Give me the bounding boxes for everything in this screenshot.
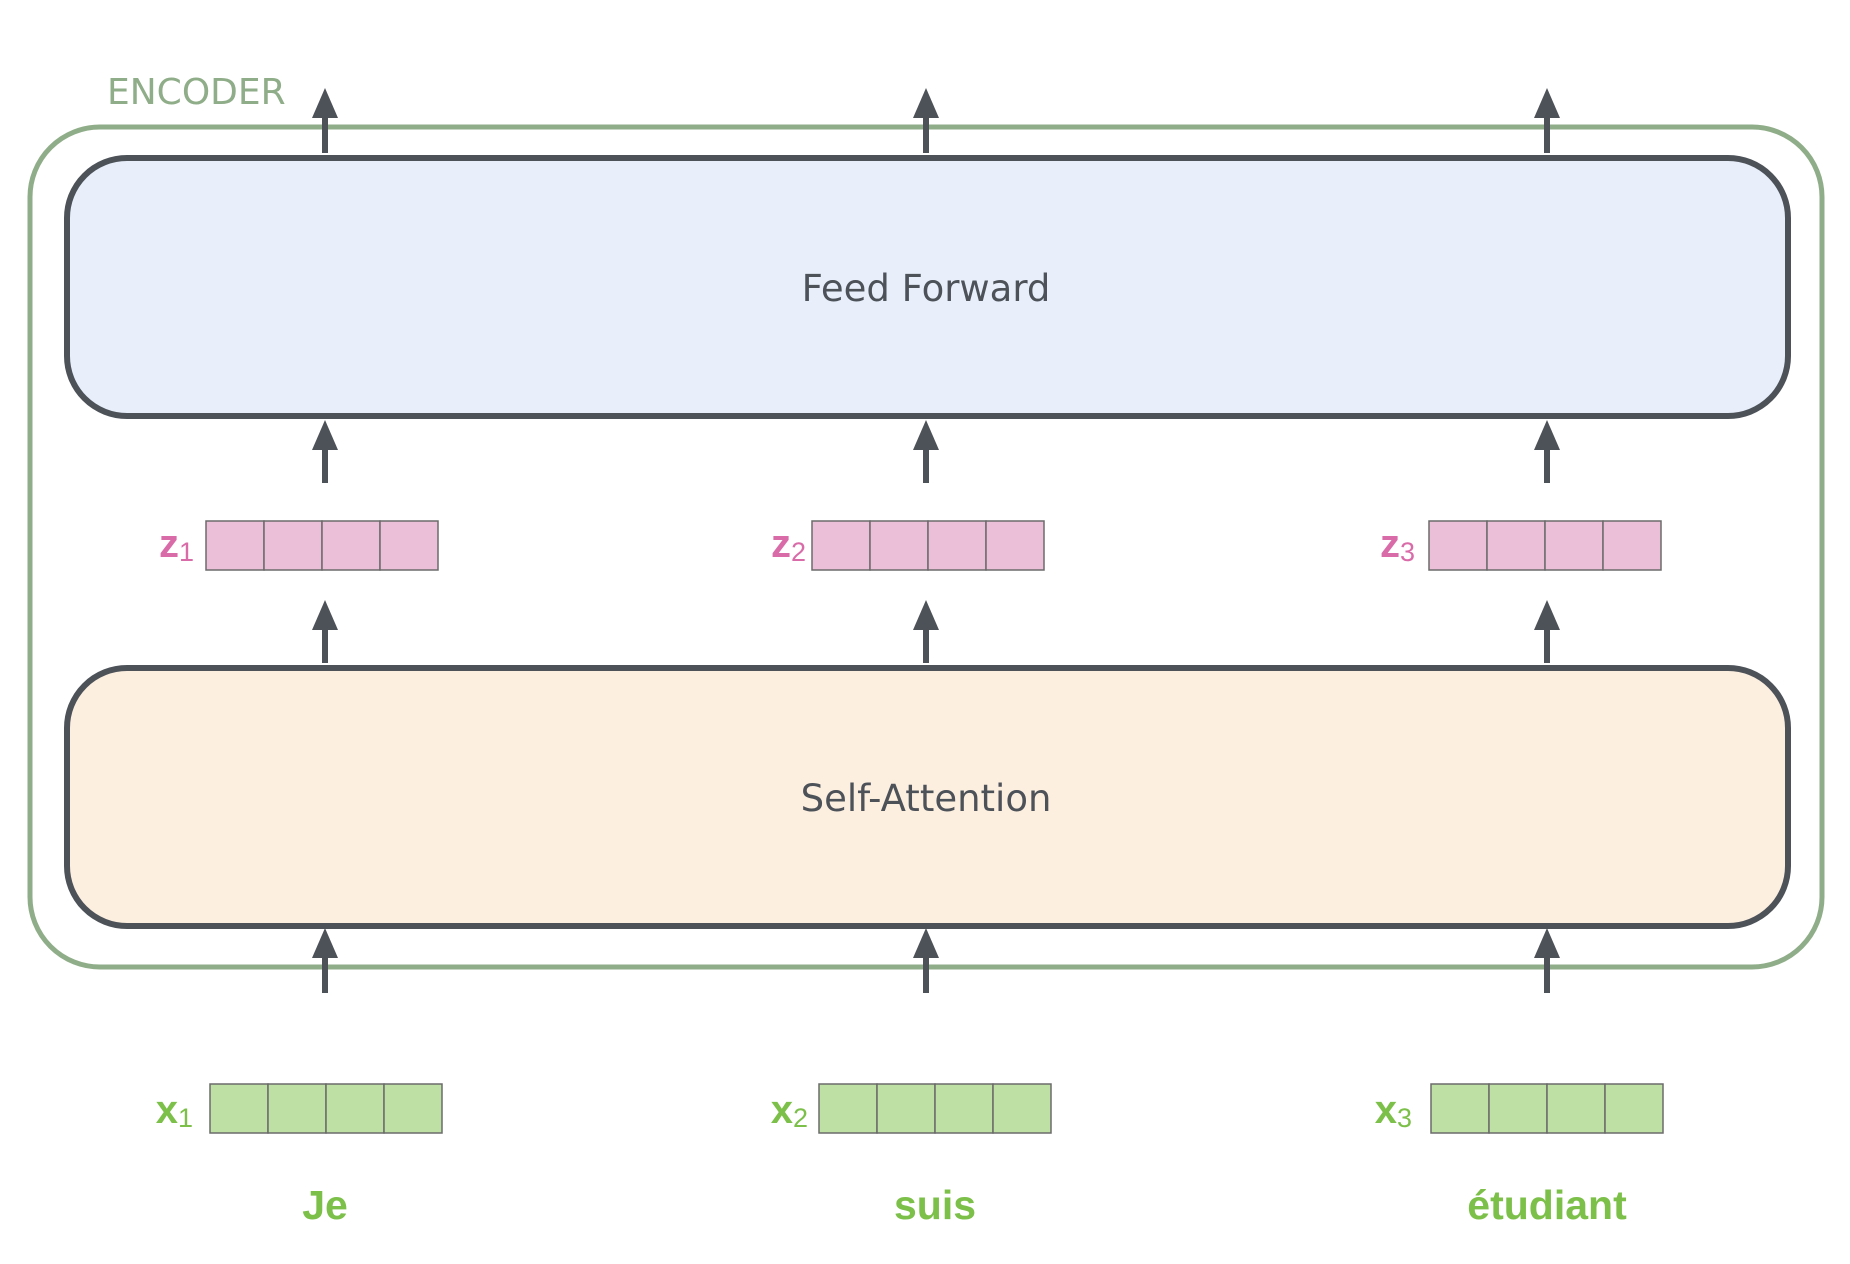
- vector-cell: [1430, 1083, 1490, 1134]
- vector-cell: [869, 520, 929, 571]
- vector-cell: [1544, 520, 1604, 571]
- arrow-up-icon: [913, 420, 939, 483]
- arrow-head: [913, 600, 939, 630]
- x-vectors-group: x1 x2 x3: [156, 1083, 1664, 1134]
- vector-cell: [205, 520, 265, 571]
- vector-cell: [1428, 520, 1488, 571]
- arrow-head: [913, 88, 939, 118]
- arrow-up-icon: [913, 600, 939, 663]
- word-je: Je: [302, 1182, 348, 1228]
- encoder-label: ENCODER: [107, 72, 286, 113]
- arrows-group: [312, 88, 1560, 993]
- arrow-head: [913, 420, 939, 450]
- vector-cell: [927, 520, 987, 571]
- vector-cell: [321, 520, 381, 571]
- arrow-head: [312, 928, 338, 958]
- x3-vector: x3: [1375, 1083, 1664, 1134]
- arrow-up-icon: [312, 600, 338, 663]
- word-suis: suis: [894, 1182, 976, 1228]
- vector-cell: [267, 1083, 327, 1134]
- arrow-up-icon: [1534, 420, 1560, 483]
- arrow-up-icon: [1534, 928, 1560, 993]
- arrow-up-icon: [1534, 88, 1560, 153]
- z1-vector: z1: [159, 520, 439, 571]
- z2-label: z2: [771, 522, 806, 567]
- vector-cell: [1488, 1083, 1548, 1134]
- vector-cell: [263, 520, 323, 571]
- z1-label: z1: [159, 522, 194, 567]
- vector-cell: [325, 1083, 385, 1134]
- arrow-up-icon: [312, 88, 338, 153]
- vector-cell: [934, 1083, 994, 1134]
- x3-label: x3: [1375, 1088, 1412, 1133]
- self-attention-label: Self-Attention: [801, 777, 1052, 820]
- arrow-up-icon: [913, 88, 939, 153]
- x2-label: x2: [771, 1088, 808, 1133]
- arrow-up-icon: [1534, 600, 1560, 663]
- arrow-head: [1534, 928, 1560, 958]
- z3-vector: z3: [1380, 520, 1662, 571]
- z-vectors-group: z1 z2 z3: [159, 520, 1662, 571]
- arrow-head: [312, 420, 338, 450]
- vector-cell: [1602, 520, 1662, 571]
- feed-forward-box: [64, 155, 1791, 419]
- input-words: Je suis étudiant: [302, 1182, 1627, 1228]
- x1-label: x1: [156, 1088, 193, 1133]
- vector-cell: [383, 1083, 443, 1134]
- vector-cell: [811, 520, 871, 571]
- vector-cell: [1604, 1083, 1664, 1134]
- arrow-head: [1534, 600, 1560, 630]
- vector-cell: [818, 1083, 878, 1134]
- z2-vector: z2: [771, 520, 1045, 571]
- vector-cell: [876, 1083, 936, 1134]
- vector-cell: [992, 1083, 1052, 1134]
- vector-cell: [379, 520, 439, 571]
- vector-cell: [985, 520, 1045, 571]
- vector-cell: [209, 1083, 269, 1134]
- feed-forward-label: Feed Forward: [802, 267, 1051, 310]
- arrow-head: [913, 928, 939, 958]
- arrow-head: [312, 88, 338, 118]
- self-attention-box: [64, 665, 1791, 929]
- x1-vector: x1: [156, 1083, 443, 1134]
- arrow-up-icon: [312, 928, 338, 993]
- z3-label: z3: [1380, 522, 1415, 567]
- vector-cell: [1546, 1083, 1606, 1134]
- vector-cell: [1486, 520, 1546, 571]
- self-attention-layer: Self-Attention: [64, 665, 1791, 929]
- arrow-head: [1534, 88, 1560, 118]
- word-etudiant: étudiant: [1467, 1182, 1627, 1228]
- arrow-up-icon: [312, 420, 338, 483]
- arrow-up-icon: [913, 928, 939, 993]
- arrow-head: [1534, 420, 1560, 450]
- x2-vector: x2: [771, 1083, 1052, 1134]
- arrow-head: [312, 600, 338, 630]
- feed-forward-layer: Feed Forward: [64, 155, 1791, 419]
